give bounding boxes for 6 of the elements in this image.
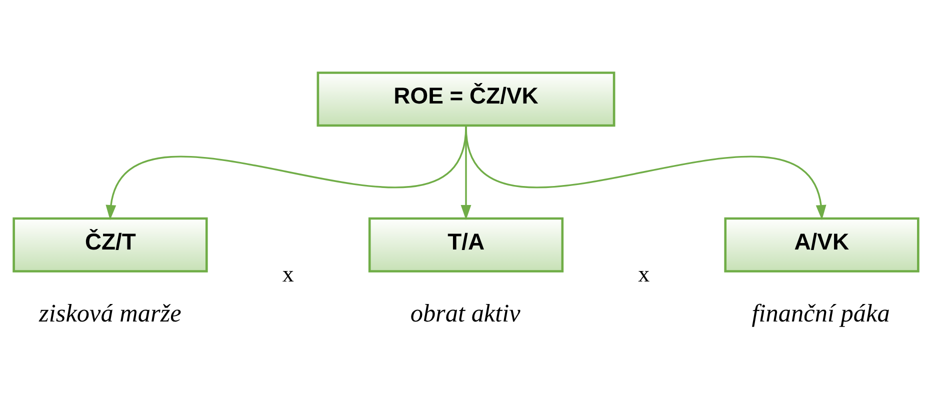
label: x <box>638 261 650 286</box>
node-label: zisková marže <box>39 300 182 327</box>
node-label: finanční páka <box>752 300 890 327</box>
node-label: obrat aktiv <box>410 300 520 327</box>
arrow <box>465 126 826 220</box>
label: x <box>282 261 294 286</box>
